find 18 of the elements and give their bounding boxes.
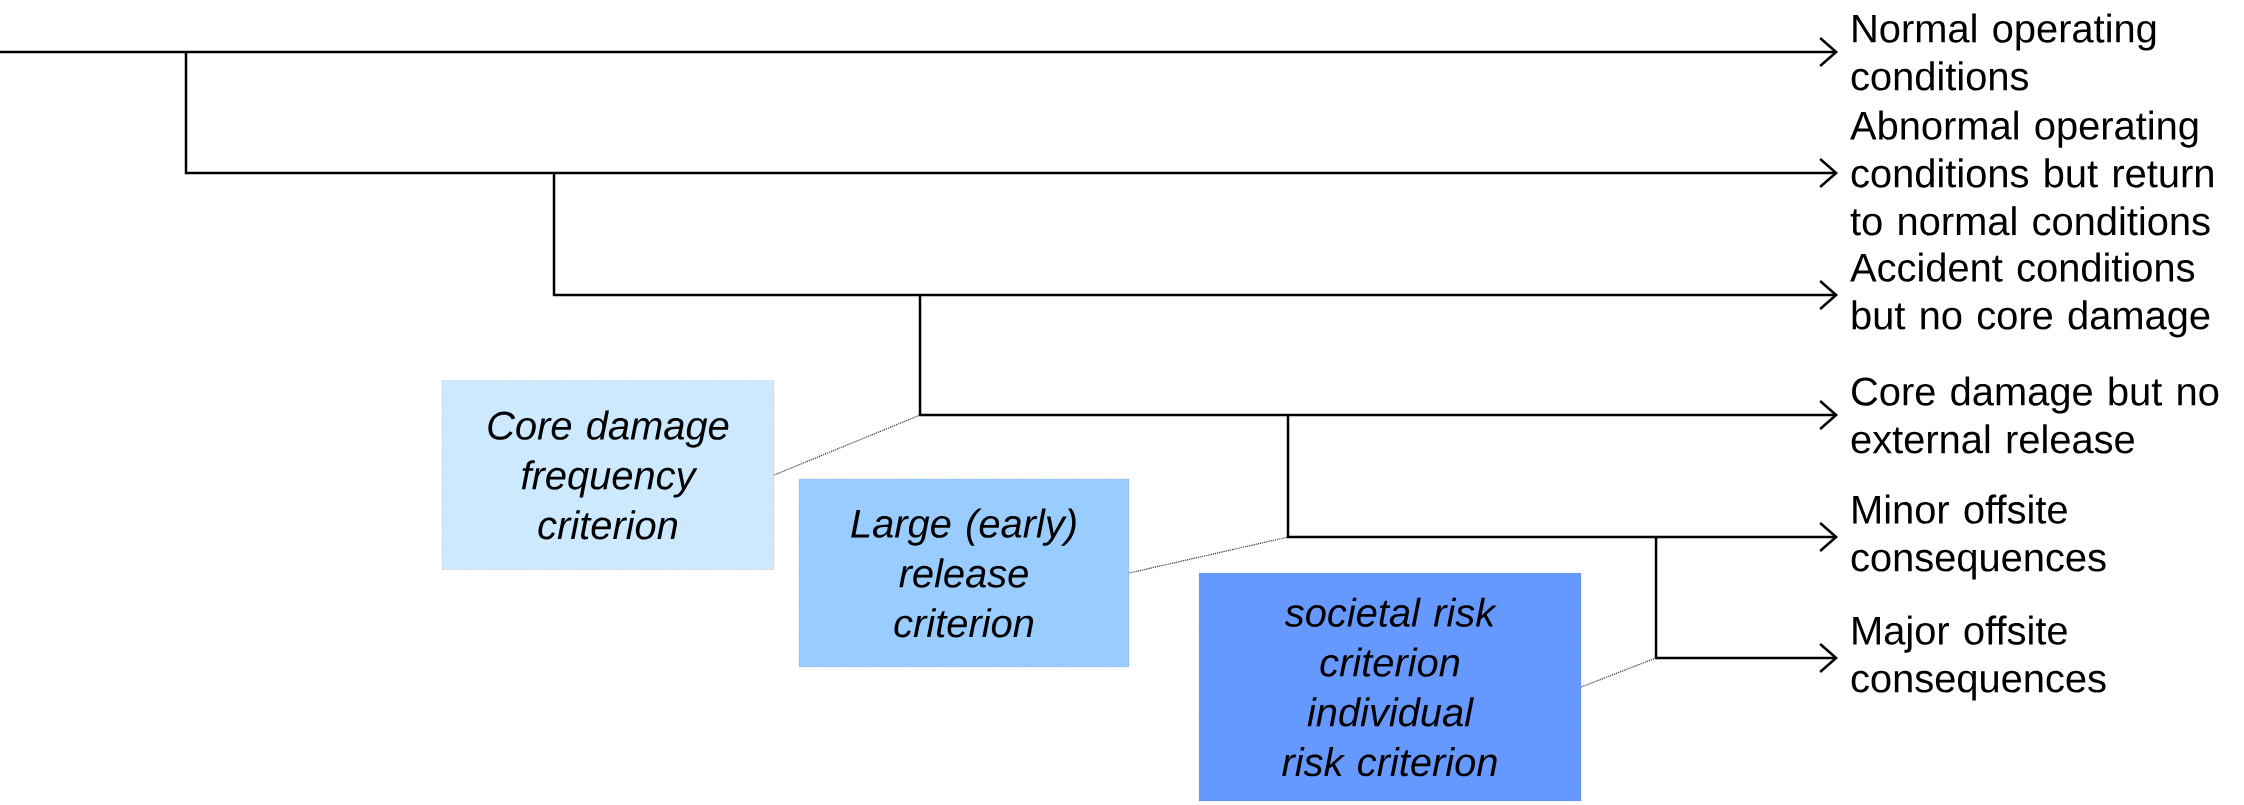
criterion-box: Core damage frequency criterion	[441, 380, 775, 570]
outcome-label: Abnormal operating conditions but return to normal conditions	[1850, 110, 2213, 236]
leader-line	[1128, 536, 1289, 574]
leader-line	[1580, 657, 1657, 688]
branch-arrow	[552, 173, 1839, 310]
branch-arrow	[1286, 415, 1839, 552]
leader-line	[773, 414, 921, 476]
branch-arrow	[918, 295, 1839, 430]
branch-arrow	[184, 52, 1839, 188]
outcome-label: Minor offsite consequences	[1851, 494, 2106, 580]
outcome-label: Core damage but no external release	[1851, 376, 2219, 454]
criterion-box: Large (early) release criterion	[798, 478, 1130, 668]
outcome-label: Normal operating conditions	[1851, 13, 2156, 91]
outcome-label: Accident conditions but no core damage	[1850, 252, 2210, 338]
criterion-box: societal risk criterion individual risk criterion	[1198, 572, 1582, 802]
outcome-label: Major offsite consequences	[1851, 615, 2106, 701]
branch-arrow	[1654, 537, 1839, 673]
branch-arrow	[0, 37, 1839, 67]
